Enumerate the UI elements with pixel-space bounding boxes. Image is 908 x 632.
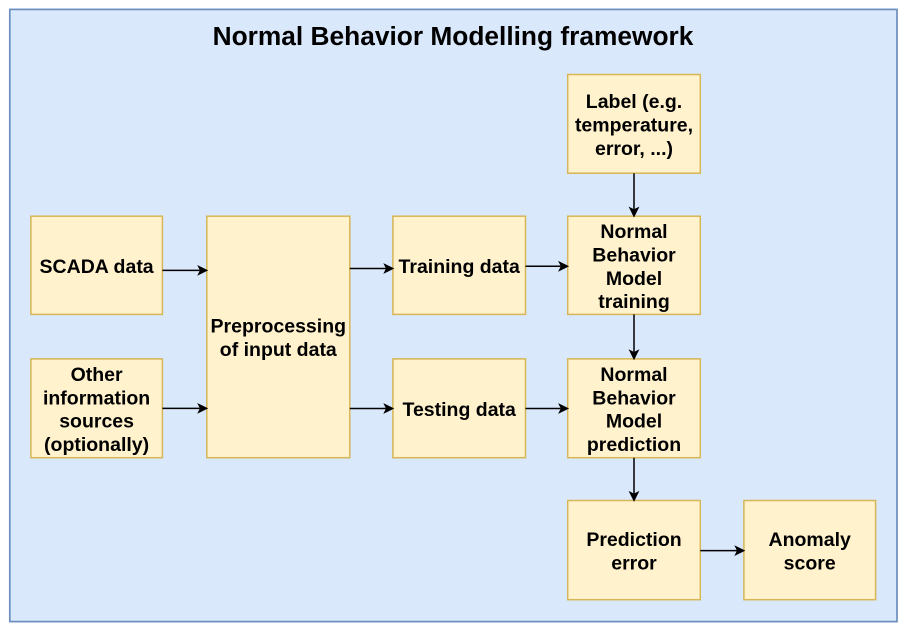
svg-text:Behavior: Behavior xyxy=(592,244,676,266)
svg-text:Behavior: Behavior xyxy=(592,387,676,409)
svg-text:information: information xyxy=(43,387,150,409)
svg-text:Preprocessing: Preprocessing xyxy=(211,315,346,337)
svg-text:Training data: Training data xyxy=(399,256,521,278)
svg-text:Model: Model xyxy=(606,411,662,433)
svg-text:sources: sources xyxy=(59,411,134,433)
svg-text:error, ...): error, ...) xyxy=(595,138,673,160)
svg-text:error: error xyxy=(611,552,657,574)
svg-text:training: training xyxy=(598,291,670,313)
svg-text:of input data: of input data xyxy=(220,339,337,361)
svg-text:prediction: prediction xyxy=(587,434,681,456)
svg-text:(optionally): (optionally) xyxy=(44,434,149,456)
svg-text:SCADA data: SCADA data xyxy=(40,256,154,278)
svg-text:temperature,: temperature, xyxy=(575,115,693,137)
svg-text:Normal Behavior Modelling fram: Normal Behavior Modelling framework xyxy=(213,21,694,51)
svg-text:Anomaly: Anomaly xyxy=(769,529,852,551)
svg-text:Normal: Normal xyxy=(600,221,667,243)
svg-text:Testing data: Testing data xyxy=(402,399,516,421)
svg-text:Label (e.g.: Label (e.g. xyxy=(586,91,682,113)
svg-text:Prediction: Prediction xyxy=(586,529,681,551)
svg-text:Model: Model xyxy=(606,268,662,290)
svg-text:Other: Other xyxy=(71,364,123,386)
svg-text:score: score xyxy=(784,552,836,574)
svg-text:Normal: Normal xyxy=(600,364,667,386)
